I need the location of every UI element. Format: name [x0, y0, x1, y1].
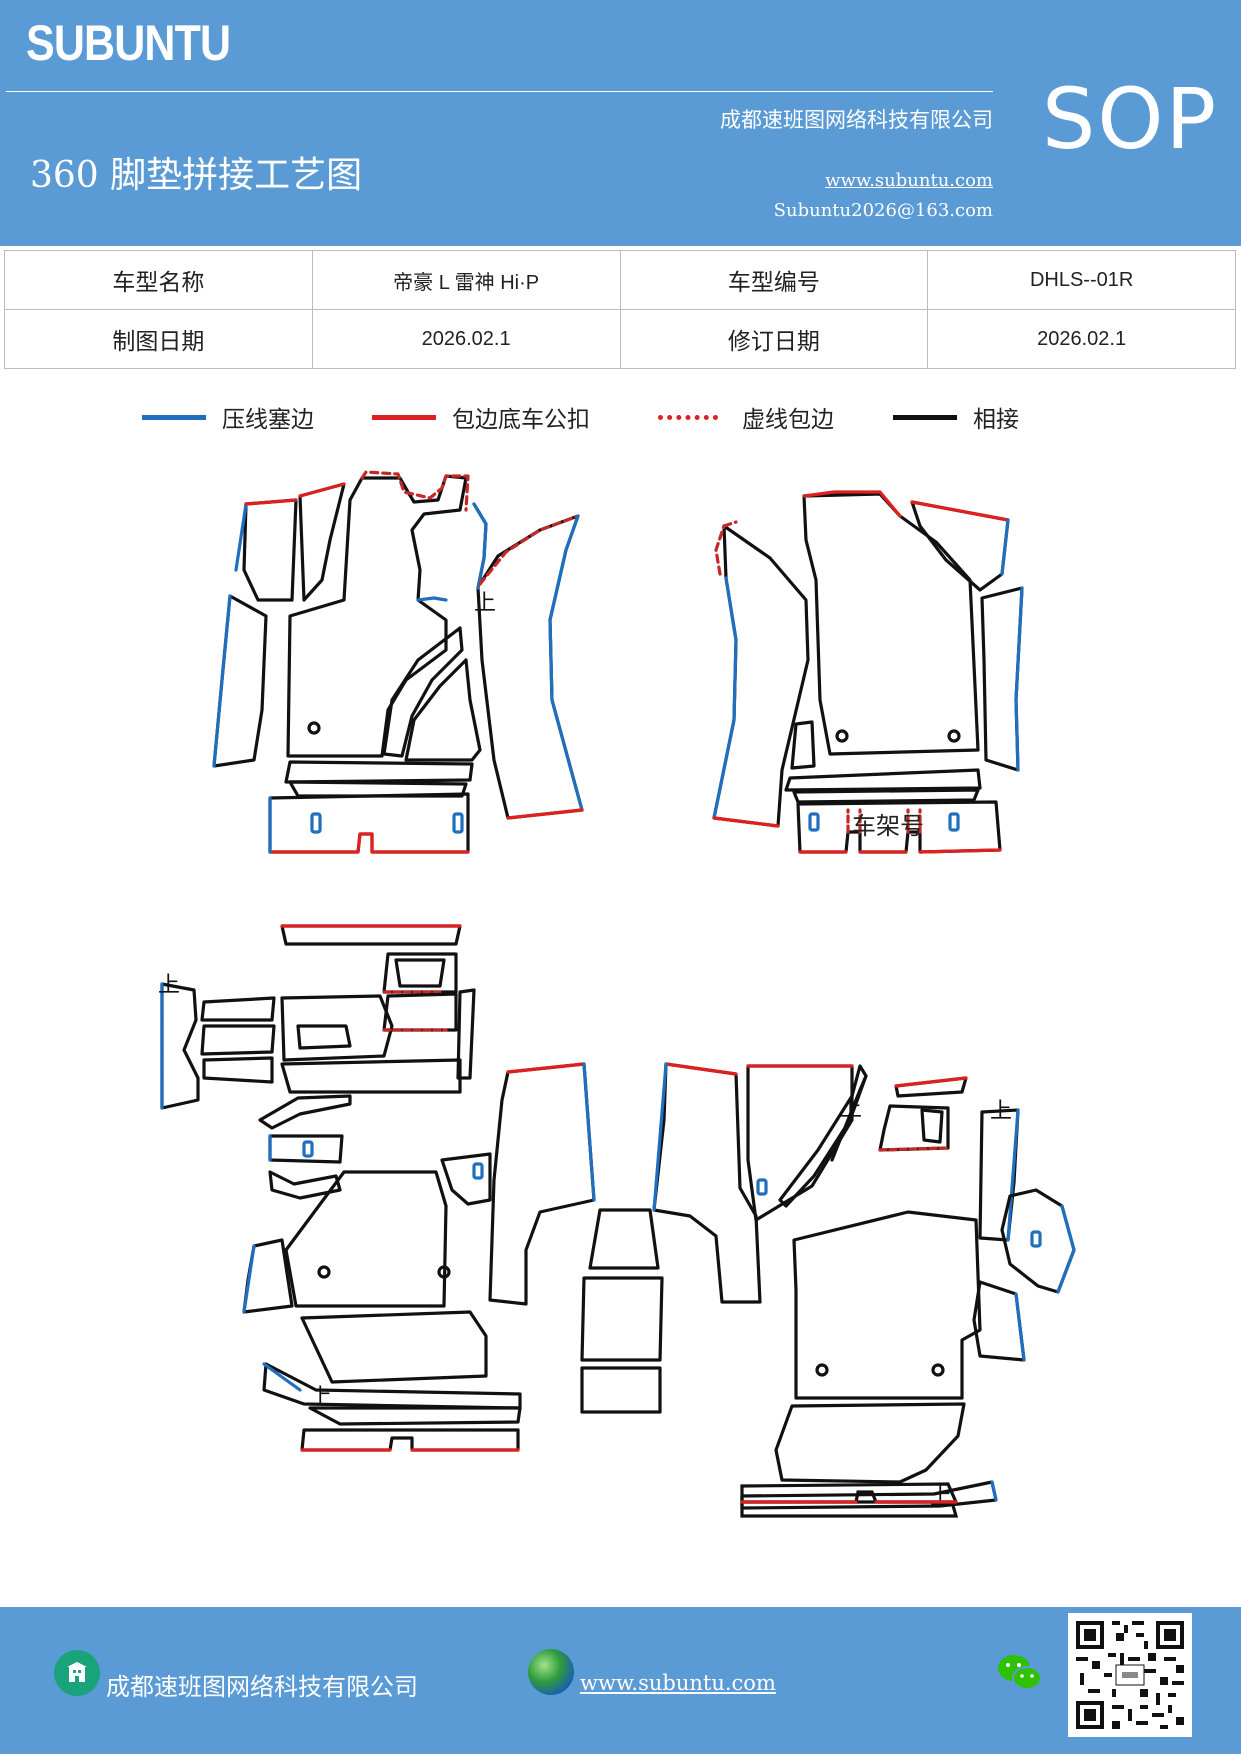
up-marker: 上 [840, 1097, 862, 1122]
up-marker: 上 [474, 591, 496, 616]
building-icon [54, 1650, 100, 1696]
model-number-label: 车型编号 [619, 250, 929, 310]
floor-mat-diagram: 上 车架号 [158, 470, 1076, 1510]
table-row: 制图日期 2026.02.1 修订日期 2026.02.1 [4, 309, 1236, 369]
header-divider [6, 91, 993, 92]
wechat-icon[interactable] [996, 1651, 1044, 1695]
model-number-value: DHLS--01R [927, 250, 1236, 310]
rear-left-mat: 上 上 [158, 924, 596, 1452]
legend-label: 压线塞边 [222, 407, 314, 433]
draw-date-value: 2026.02.1 [311, 309, 621, 369]
draw-date-label: 制图日期 [4, 309, 313, 369]
rear-right-mat: 上 上 上 [652, 1062, 1076, 1510]
revision-date-value: 2026.02.1 [927, 309, 1236, 369]
front-left-mat: 上 [212, 470, 584, 854]
header-website-link[interactable]: www.subuntu.com [825, 170, 993, 191]
legend-label: 包边底车公扣 [452, 407, 590, 433]
legend-label: 虚线包边 [742, 407, 834, 433]
legend-swatch-blue [142, 414, 206, 420]
up-marker: 上 [310, 1385, 332, 1410]
document-title: 360 脚垫拼接工艺图 [30, 155, 363, 196]
brand-logo: SUBUNTU [26, 15, 231, 71]
legend-swatch-red [372, 414, 436, 420]
globe-icon [528, 1649, 574, 1695]
frame-number-label: 车架号 [852, 812, 924, 840]
legend-item-wrap-edge: 包边底车公扣 [372, 400, 590, 434]
footer-website-link[interactable]: www.subuntu.com [580, 1671, 776, 1695]
header-banner: SUBUNTU 成都速班图网络科技有限公司 360 脚垫拼接工艺图 www.su… [0, 0, 1241, 246]
footer-company: 成都速班图网络科技有限公司 [106, 1673, 418, 1701]
line-legend: 压线塞边 包边底车公扣 虚线包边 相接 [0, 400, 1241, 440]
legend-item-joint: 相接 [893, 400, 1019, 434]
qr-code [1068, 1613, 1192, 1737]
model-name-label: 车型名称 [4, 250, 313, 310]
legend-item-press-line: 压线塞边 [142, 400, 314, 434]
revision-date-label: 修订日期 [619, 309, 929, 369]
footer-banner: 成都速班图网络科技有限公司 www.subuntu.com [0, 1607, 1241, 1754]
legend-item-dotted-wrap: 虚线包边 [658, 400, 834, 434]
header-company: 成都速班图网络科技有限公司 [720, 108, 993, 132]
model-name-value: 帝豪 L 雷神 Hi·P [311, 250, 621, 310]
up-marker: 上 [990, 1099, 1012, 1124]
sop-badge: SOP [1042, 70, 1219, 168]
up-marker: 上 [158, 973, 180, 998]
table-row: 车型名称 帝豪 L 雷神 Hi·P 车型编号 DHLS--01R [4, 250, 1236, 310]
legend-swatch-black [893, 414, 957, 420]
vehicle-info-table: 车型名称 帝豪 L 雷神 Hi·P 车型编号 DHLS--01R 制图日期 20… [4, 250, 1236, 369]
center-tunnel-mat [580, 1208, 664, 1414]
up-marker: 上 [930, 1485, 952, 1510]
front-right-mat: 车架号 [712, 490, 1024, 854]
rear-right-bottom-panel [740, 1482, 959, 1504]
header-email[interactable]: Subuntu2026@163.com [773, 200, 993, 221]
legend-swatch-red-dotted [658, 414, 718, 420]
legend-label: 相接 [973, 407, 1019, 433]
